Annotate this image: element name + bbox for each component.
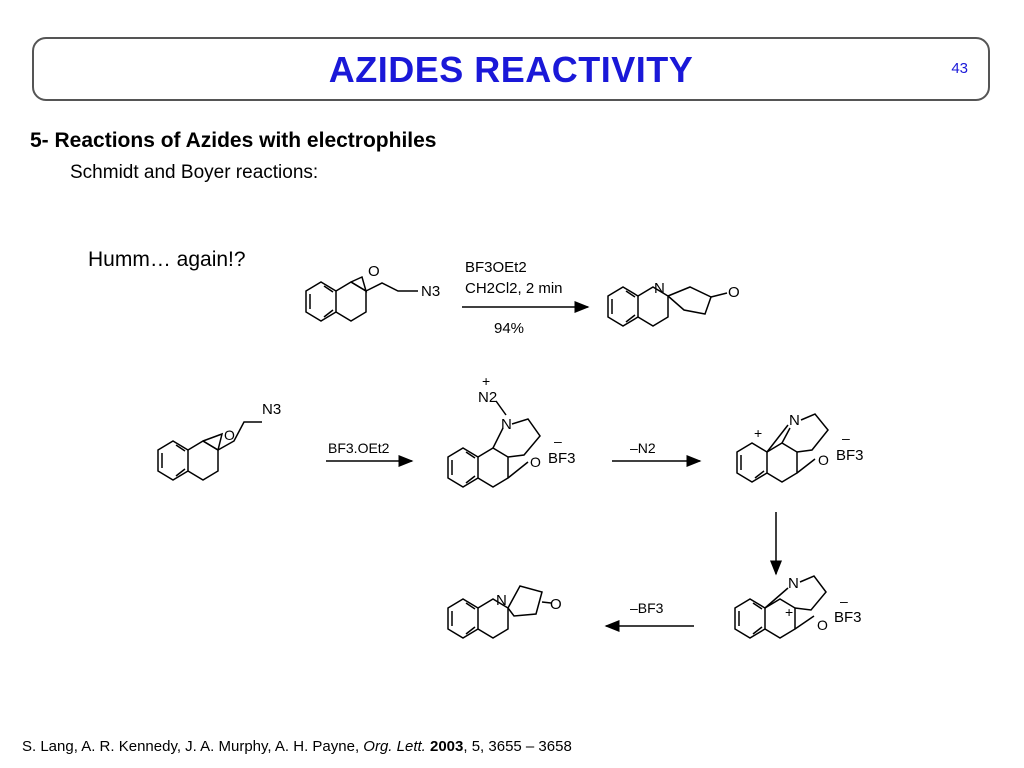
diazonium-intermediate: + N2 N O – BF3 (447, 373, 576, 488)
rearranged-intermediate: N + O – BF3 (734, 575, 862, 639)
title-box: AZIDES REACTIVITY 43 (32, 37, 990, 101)
top-yield: 94% (494, 320, 524, 337)
top-product-pyrroloquinolinone: N O (607, 280, 740, 327)
section-heading: 5- Reactions of Azides with electrophile… (30, 129, 437, 152)
section-subheading: Schmidt and Boyer reactions: (70, 162, 319, 183)
rearranged-nitrogen: N (788, 575, 799, 592)
rearranged-bf3: BF3 (834, 609, 862, 626)
diazonium-oxygen: O (530, 454, 541, 470)
rearranged-minus: – (840, 593, 848, 609)
citation-year: 2003 (430, 738, 464, 755)
final-product: N O (447, 585, 562, 639)
step1-reagent: BF3.OEt2 (328, 440, 390, 456)
top-product-oxygen: O (728, 284, 740, 301)
diazonium-plus: + (482, 373, 490, 389)
citation: S. Lang, A. R. Kennedy, J. A. Murphy, A.… (22, 738, 572, 755)
citation-journal: Org. Lett. (363, 738, 426, 755)
citation-details: , 5, 3655 – 3658 (463, 738, 572, 755)
top-reagent-2: CH2Cl2, 2 min (465, 280, 563, 297)
remark-text: Humm… again!? (88, 248, 246, 271)
step2-label: –N2 (630, 440, 656, 456)
top-reactant-azide: N3 (421, 283, 440, 300)
diazonium-nitrogen: N (501, 416, 512, 433)
rearranged-plus: + (785, 604, 793, 620)
slide-title: AZIDES REACTIVITY (328, 49, 694, 90)
aziridinium-plus: + (754, 425, 762, 441)
mech-reactant-azide: N3 (262, 401, 281, 418)
aziridinium-nitrogen: N (789, 412, 800, 429)
aziridinium-bf3: BF3 (836, 447, 864, 464)
final-product-oxygen: O (550, 596, 562, 613)
mech-reactant: O N3 (157, 401, 281, 481)
final-product-nitrogen: N (496, 592, 507, 609)
top-product-nitrogen: N (654, 280, 665, 297)
citation-authors: S. Lang, A. R. Kennedy, J. A. Murphy, A.… (22, 738, 364, 755)
diazonium-bf3: BF3 (548, 450, 576, 467)
diazonium-n2: N2 (478, 389, 497, 406)
rearranged-oxygen: O (817, 617, 828, 633)
step3-label: –BF3 (630, 600, 664, 616)
top-reagent-1: BF3OEt2 (465, 259, 527, 276)
aziridinium-minus: – (842, 430, 850, 446)
page-number: 43 (951, 60, 968, 77)
aziridinium-oxygen: O (818, 452, 829, 468)
diazonium-minus: – (554, 433, 562, 449)
mech-reactant-oxygen: O (224, 427, 235, 443)
aziridinium-intermediate: + N O – BF3 (736, 412, 864, 483)
top-reactant-oxygen: O (368, 263, 380, 280)
top-reactant-epoxide-azide: O N3 (305, 263, 440, 322)
